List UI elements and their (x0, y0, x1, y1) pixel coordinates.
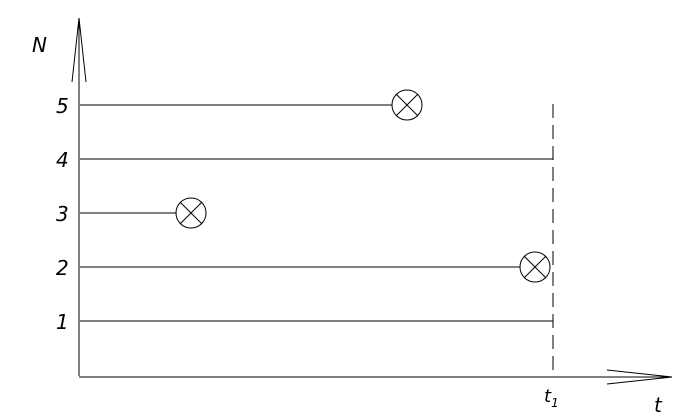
t1-label-main: t (544, 386, 552, 407)
x-axis-arrowhead (606, 369, 673, 385)
cross-circle-icon (519, 251, 551, 283)
x-axis-label: t (654, 393, 663, 417)
t1-label-subscript: 1 (551, 396, 559, 410)
t1-label: t1 (544, 386, 559, 410)
row-label-5: 5 (56, 94, 69, 118)
y-axis-arrowhead (71, 17, 87, 83)
cross-circle-icon (175, 197, 207, 229)
cross-circle-icon (391, 89, 423, 121)
row-label-4: 4 (56, 148, 69, 172)
row-label-2: 2 (56, 256, 69, 280)
row-label-1: 1 (56, 310, 69, 334)
y-axis-label: N (32, 33, 47, 57)
row-label-3: 3 (56, 202, 69, 226)
